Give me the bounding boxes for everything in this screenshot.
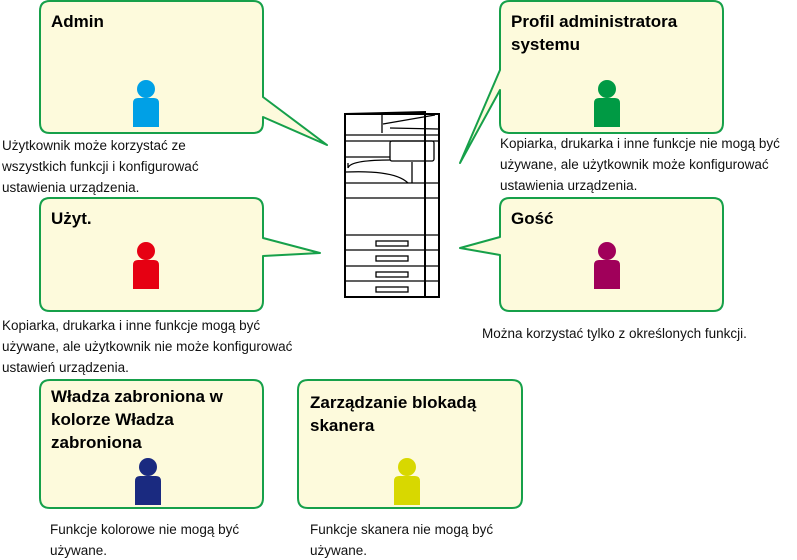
role-title-system-admin: Profil administratora systemu [511,12,678,54]
person-icon [133,80,159,127]
role-title-scanner-lock: Zarządzanie blokadą skanera [310,393,477,435]
person-icon [133,242,159,289]
role-desc-guest: Można korzystać tylko z określonych funk… [482,326,747,341]
person-icon [594,242,620,289]
person-icon [594,80,620,127]
bubble-color-restricted [39,379,264,509]
person-icon [394,458,420,505]
person-icon [135,458,161,505]
bubble-user [39,197,321,312]
role-desc-system-admin: Kopiarka, drukarka i inne funkcje nie mo… [500,136,780,193]
role-desc-admin: Użytkownik może korzystać ze wszystkich … [2,138,199,195]
role-desc-user: Kopiarka, drukarka i inne funkcje mogą b… [2,318,293,375]
bubble-guest [459,197,724,312]
role-desc-color-restricted: Funkcje kolorowe nie mogą być używane. [50,522,240,558]
role-title-user: Użyt. [51,209,92,228]
bubble-scanner-lock [297,379,523,509]
bubble-admin [39,0,328,146]
printer-icon [344,110,440,298]
role-title-admin: Admin [51,12,104,31]
role-title-guest: Gość [511,209,554,228]
role-desc-scanner-lock: Funkcje skanera nie mogą być używane. [310,522,494,558]
bubble-system-admin [459,0,724,164]
role-title-color-restricted: Władza zabroniona w kolorze Władza zabro… [51,387,223,452]
